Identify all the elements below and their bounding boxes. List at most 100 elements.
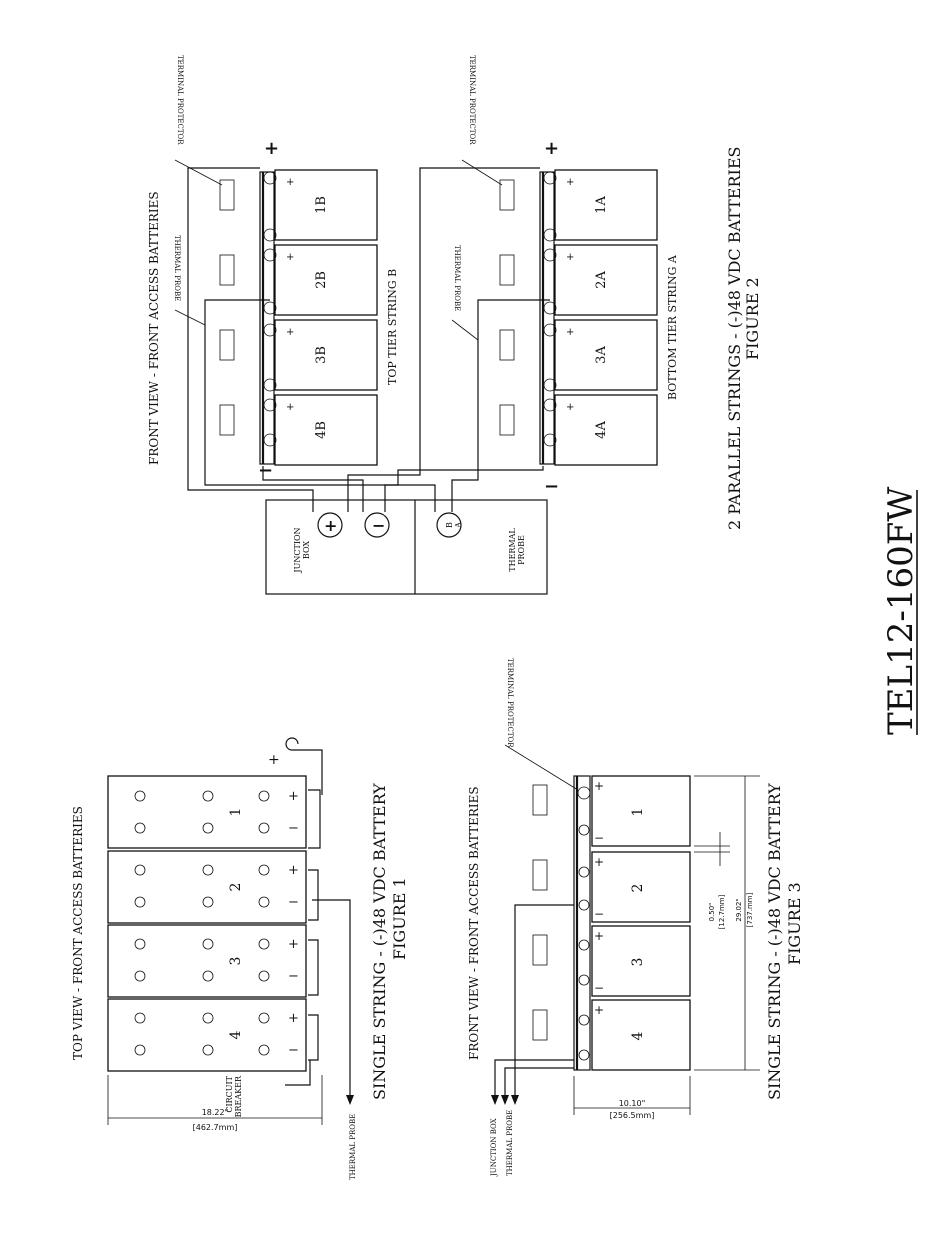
terminal-protector-icon [219,254,235,286]
svg-text:+: + [594,779,604,793]
figure-3-label: FIGURE 3 [785,882,804,965]
thermal-probe-label: THERMAL PROBE [506,1110,514,1176]
battery-label: 1A [594,196,609,214]
terminal-post-icon [578,824,590,836]
svg-text:+: + [288,1011,299,1026]
leader-line [174,159,223,186]
figure-2-cabling [187,167,550,512]
svg-text:+: + [594,1003,604,1017]
string-a-label: BOTTOM TIER STRING A [666,254,679,400]
terminal-post-icon [263,378,277,392]
svg-text:−: − [594,907,604,921]
svg-text:+: + [288,789,299,804]
string-b-label: TOP TIER STRING B [386,269,399,385]
terminal-protector-icon [532,784,548,816]
figure-2-heading: FRONT VIEW - FRONT ACCESS BATTERIES [147,191,161,465]
cable [504,1067,574,1095]
battery-number: 1 [228,808,244,817]
circuit-breaker-label: CIRCUITBREAKER [225,1075,243,1117]
terminal-post-icon [543,228,557,242]
plus-sign: + [286,177,294,188]
svg-text:−: − [288,895,299,910]
terminal-post-icon [263,323,277,337]
junction-box-label: JUNCTIONBOX [293,527,311,573]
svg-text:+: + [594,929,604,943]
battery-1b [274,169,378,241]
plus-sign: + [286,402,294,413]
terminal-post-icon [263,398,277,412]
cable [187,167,314,512]
terminal-protector-label: TERMINAL PROTECTOR [506,658,514,748]
jbox-plus: + [324,516,337,535]
cable [262,466,364,512]
plus-sign: + [566,177,574,188]
figure-3-cabling [491,904,574,1105]
terminal-protector-icon [532,934,548,966]
svg-text:−: − [594,981,604,995]
terminal-post-icon [578,974,590,986]
leader-line [174,309,206,326]
dim-mm: [462.7mm] [193,1123,238,1132]
probe-terminal-label: BA [445,522,463,529]
terminal-post-icon [543,248,557,262]
svg-text:−: − [594,831,604,845]
string-a-negative: − [544,476,559,497]
terminal-protector-icon [499,254,515,286]
arrow-icon [501,1095,509,1105]
terminal-post-icon [263,301,277,315]
junction-box-outline [265,499,548,595]
battery-label: 2A [594,271,609,289]
thermal-probe-label: THERMAL PROBE [173,235,181,301]
battery-number: 4 [630,1031,646,1040]
plus-sign: + [566,252,574,263]
cable [308,869,319,921]
battery-3a [554,319,658,391]
terminal-post-icon [578,866,590,878]
dim-length-mm: [737.mm] [746,892,754,927]
terminal-post-icon [543,398,557,412]
dim-width-mm: [256.5mm] [610,1111,655,1120]
battery-2b [274,244,378,316]
svg-text:−: − [288,1043,299,1058]
terminal-protector-icon [499,179,515,211]
svg-text:−: − [288,821,299,836]
battery-4-front [591,999,691,1071]
figure-3: 1 2 3 4 + − + − + − + [467,658,804,1177]
string-a-positive: + [544,138,559,159]
terminal-post-icon [578,1049,590,1061]
positive-mark: + [268,752,280,768]
thermal-probe-cable [451,299,550,512]
terminal-protector-label: TERMINAL PROTECTOR [468,55,476,145]
battery-3-top [107,924,307,998]
terminal-post-icon [543,433,557,447]
battery-label: 3B [314,346,329,364]
figure-2-caption: 2 PARALLEL STRINGS - (-)48 VDC BATTERIES [725,147,744,531]
terminal-protector-icon [532,859,548,891]
dim-gap-in: 0.50" [708,903,716,922]
figure-1-label: FIGURE 1 [390,877,409,960]
battery-2-front [591,851,691,923]
terminal-post-icon [263,228,277,242]
terminal-post-icon [543,378,557,392]
terminal-protector-icon [532,1009,548,1041]
vent-caps [134,790,270,1056]
positive-lead [285,737,323,795]
cable [494,1059,574,1095]
battery-label: 4A [594,421,609,439]
cable [347,167,540,512]
svg-text:−: − [288,969,299,984]
battery-3b [274,319,378,391]
junction-box: + − BA JUNCTIONBOX THERMALPROBE [265,499,548,595]
figure-2-label: FIGURE 2 [743,277,762,360]
polarity-marks: + − + − + − + [594,779,604,1017]
probe-terminal-icon [436,512,462,538]
battery-1a [554,169,658,241]
junction-box-label: JUNCTION BOX [490,1118,498,1177]
dim-inches: 18.22" [202,1108,229,1117]
negative-terminal-icon [364,512,390,538]
string-b-positive: + [264,138,279,159]
plus-sign: + [566,327,574,338]
battery-number: 2 [630,884,646,893]
thermal-probe-cable [204,299,436,512]
